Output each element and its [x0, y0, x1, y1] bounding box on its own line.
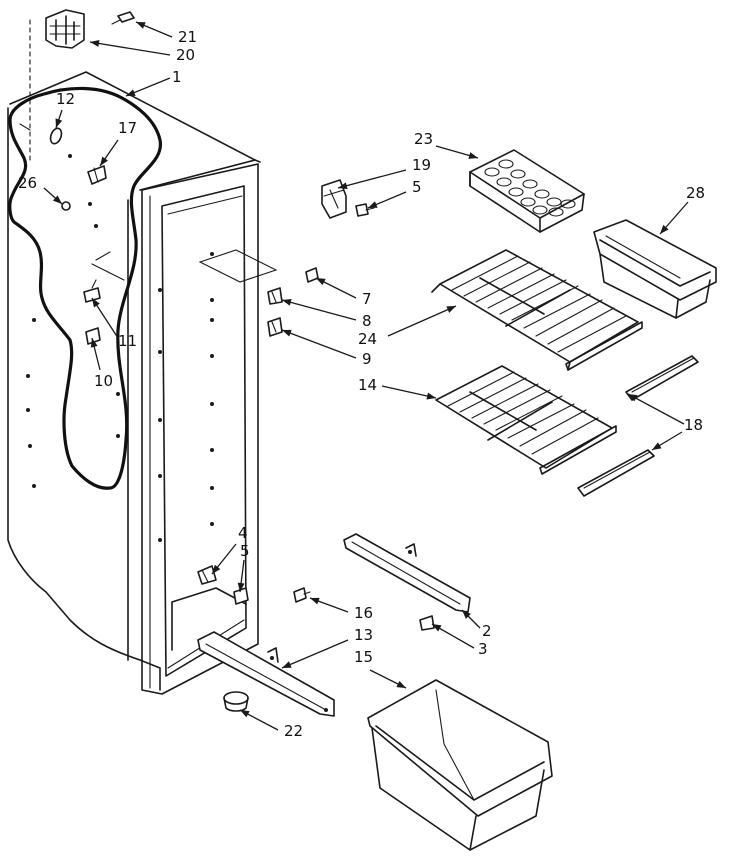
shelf-locator-plate [198, 249, 278, 283]
callout-c18-arrowhead [628, 394, 638, 402]
callout-c19-arrowhead [338, 182, 348, 190]
callout-c9-leader [281, 329, 357, 359]
callout-c13-arrowhead [282, 661, 292, 668]
callout-c18-leader [627, 393, 685, 425]
callout-label-c12: 12 [56, 90, 75, 108]
part-13-slide-rail [197, 631, 335, 717]
callout-c24-leader [387, 305, 457, 337]
callout-c19-leader [337, 169, 407, 189]
part-8-clip [267, 287, 283, 305]
callout-c10-arrowhead [90, 338, 98, 348]
part-2-slide-rail [343, 533, 471, 613]
callout-label-c21: 21 [178, 28, 197, 46]
callout-label-c9: 9 [362, 350, 372, 368]
callout-label-c7: 7 [362, 290, 372, 308]
callout-label-c22: 22 [284, 722, 303, 740]
part-15-crisper-bin [367, 679, 553, 851]
callout-c21-arrowhead [136, 22, 146, 29]
part-12-plug [49, 127, 63, 145]
callout-label-c10: 10 [94, 372, 113, 390]
callout-label-c11: 11 [118, 332, 137, 350]
part-9-clip [267, 317, 283, 337]
callout-c4-arrowhead [212, 564, 221, 574]
part-14-wire-shelf [435, 365, 617, 475]
callout-c17-arrowhead [100, 156, 109, 166]
callout-label-c1: 1 [172, 68, 182, 86]
part-23-ice-tray [469, 149, 585, 233]
callout-c15-arrowhead [396, 680, 406, 688]
callout-c3-arrowhead [432, 624, 442, 632]
callout-c23-arrowhead [468, 152, 478, 159]
callout-c9-arrowhead [282, 329, 292, 337]
part-3-screw [419, 615, 435, 631]
part-18-rails [577, 355, 699, 497]
part-hinge-bracket [45, 9, 135, 49]
callout-label-c17: 17 [118, 119, 137, 137]
callout-c24-arrowhead [446, 306, 456, 313]
callout-label-c18: 18 [684, 416, 703, 434]
callout-label-c24: 24 [358, 330, 377, 348]
callout-c26-arrowhead [52, 195, 62, 204]
callout-c13-leader [281, 639, 349, 669]
callout-c14-leader [381, 385, 437, 399]
part-5-screw-lower [233, 587, 249, 605]
callout-label-c23: 23 [414, 130, 433, 148]
callout-label-c3: 3 [478, 640, 488, 658]
callout-c8-leader [281, 299, 357, 321]
callout-label-c14: 14 [358, 376, 377, 394]
callout-c5b-arrowhead [237, 582, 245, 592]
callout-c20-leader [89, 41, 171, 56]
callout-c18-second-arrowhead [652, 442, 662, 450]
callout-c7-arrowhead [316, 278, 326, 286]
callout-label-c15: 15 [354, 648, 373, 666]
callout-c20-arrowhead [90, 39, 100, 47]
callout-c22-arrowhead [240, 710, 250, 718]
part-4-bracket [197, 565, 217, 585]
callout-label-c2: 2 [482, 622, 492, 640]
part-19-bracket [321, 179, 347, 219]
callout-c28-arrowhead [660, 224, 669, 234]
callout-label-c8: 8 [362, 312, 372, 330]
callout-label-c19: 19 [412, 156, 431, 174]
callout-c11-arrowhead [92, 298, 100, 308]
callout-c8-arrowhead [282, 298, 292, 306]
part-24-wire-shelf [431, 249, 643, 371]
callout-label-c28: 28 [686, 184, 705, 202]
part-16-screw [293, 587, 311, 603]
callout-label-c26: 26 [18, 174, 37, 192]
part-10-fastener [85, 327, 101, 345]
leader-lines [43, 21, 689, 731]
callout-c16-arrowhead [310, 597, 320, 605]
callout-label-c20: 20 [176, 46, 195, 64]
callout-label-c4: 4 [238, 524, 248, 542]
callout-c2-arrowhead [462, 610, 471, 619]
part-5-screw-upper [355, 203, 375, 217]
part-28-door-bin [593, 219, 717, 319]
callout-label-c13: 13 [354, 626, 373, 644]
part-26-grommet [61, 201, 71, 211]
part-22-cap [223, 691, 249, 712]
callout-c14-arrowhead [426, 392, 436, 400]
part-11-fastener [83, 279, 101, 303]
part-cabinet-liner [7, 19, 261, 695]
callout-c1-arrowhead [126, 89, 136, 96]
liner-shelf-holes [26, 154, 214, 542]
part-7-clip [305, 267, 319, 283]
callout-c5a-arrowhead [368, 201, 378, 208]
callout-label-c16: 16 [354, 604, 373, 622]
callout-label-c5a: 5 [412, 178, 422, 196]
part-17-clip [87, 165, 107, 185]
callout-label-c5b: 5 [240, 542, 250, 560]
callout-c12-arrowhead [55, 118, 63, 128]
